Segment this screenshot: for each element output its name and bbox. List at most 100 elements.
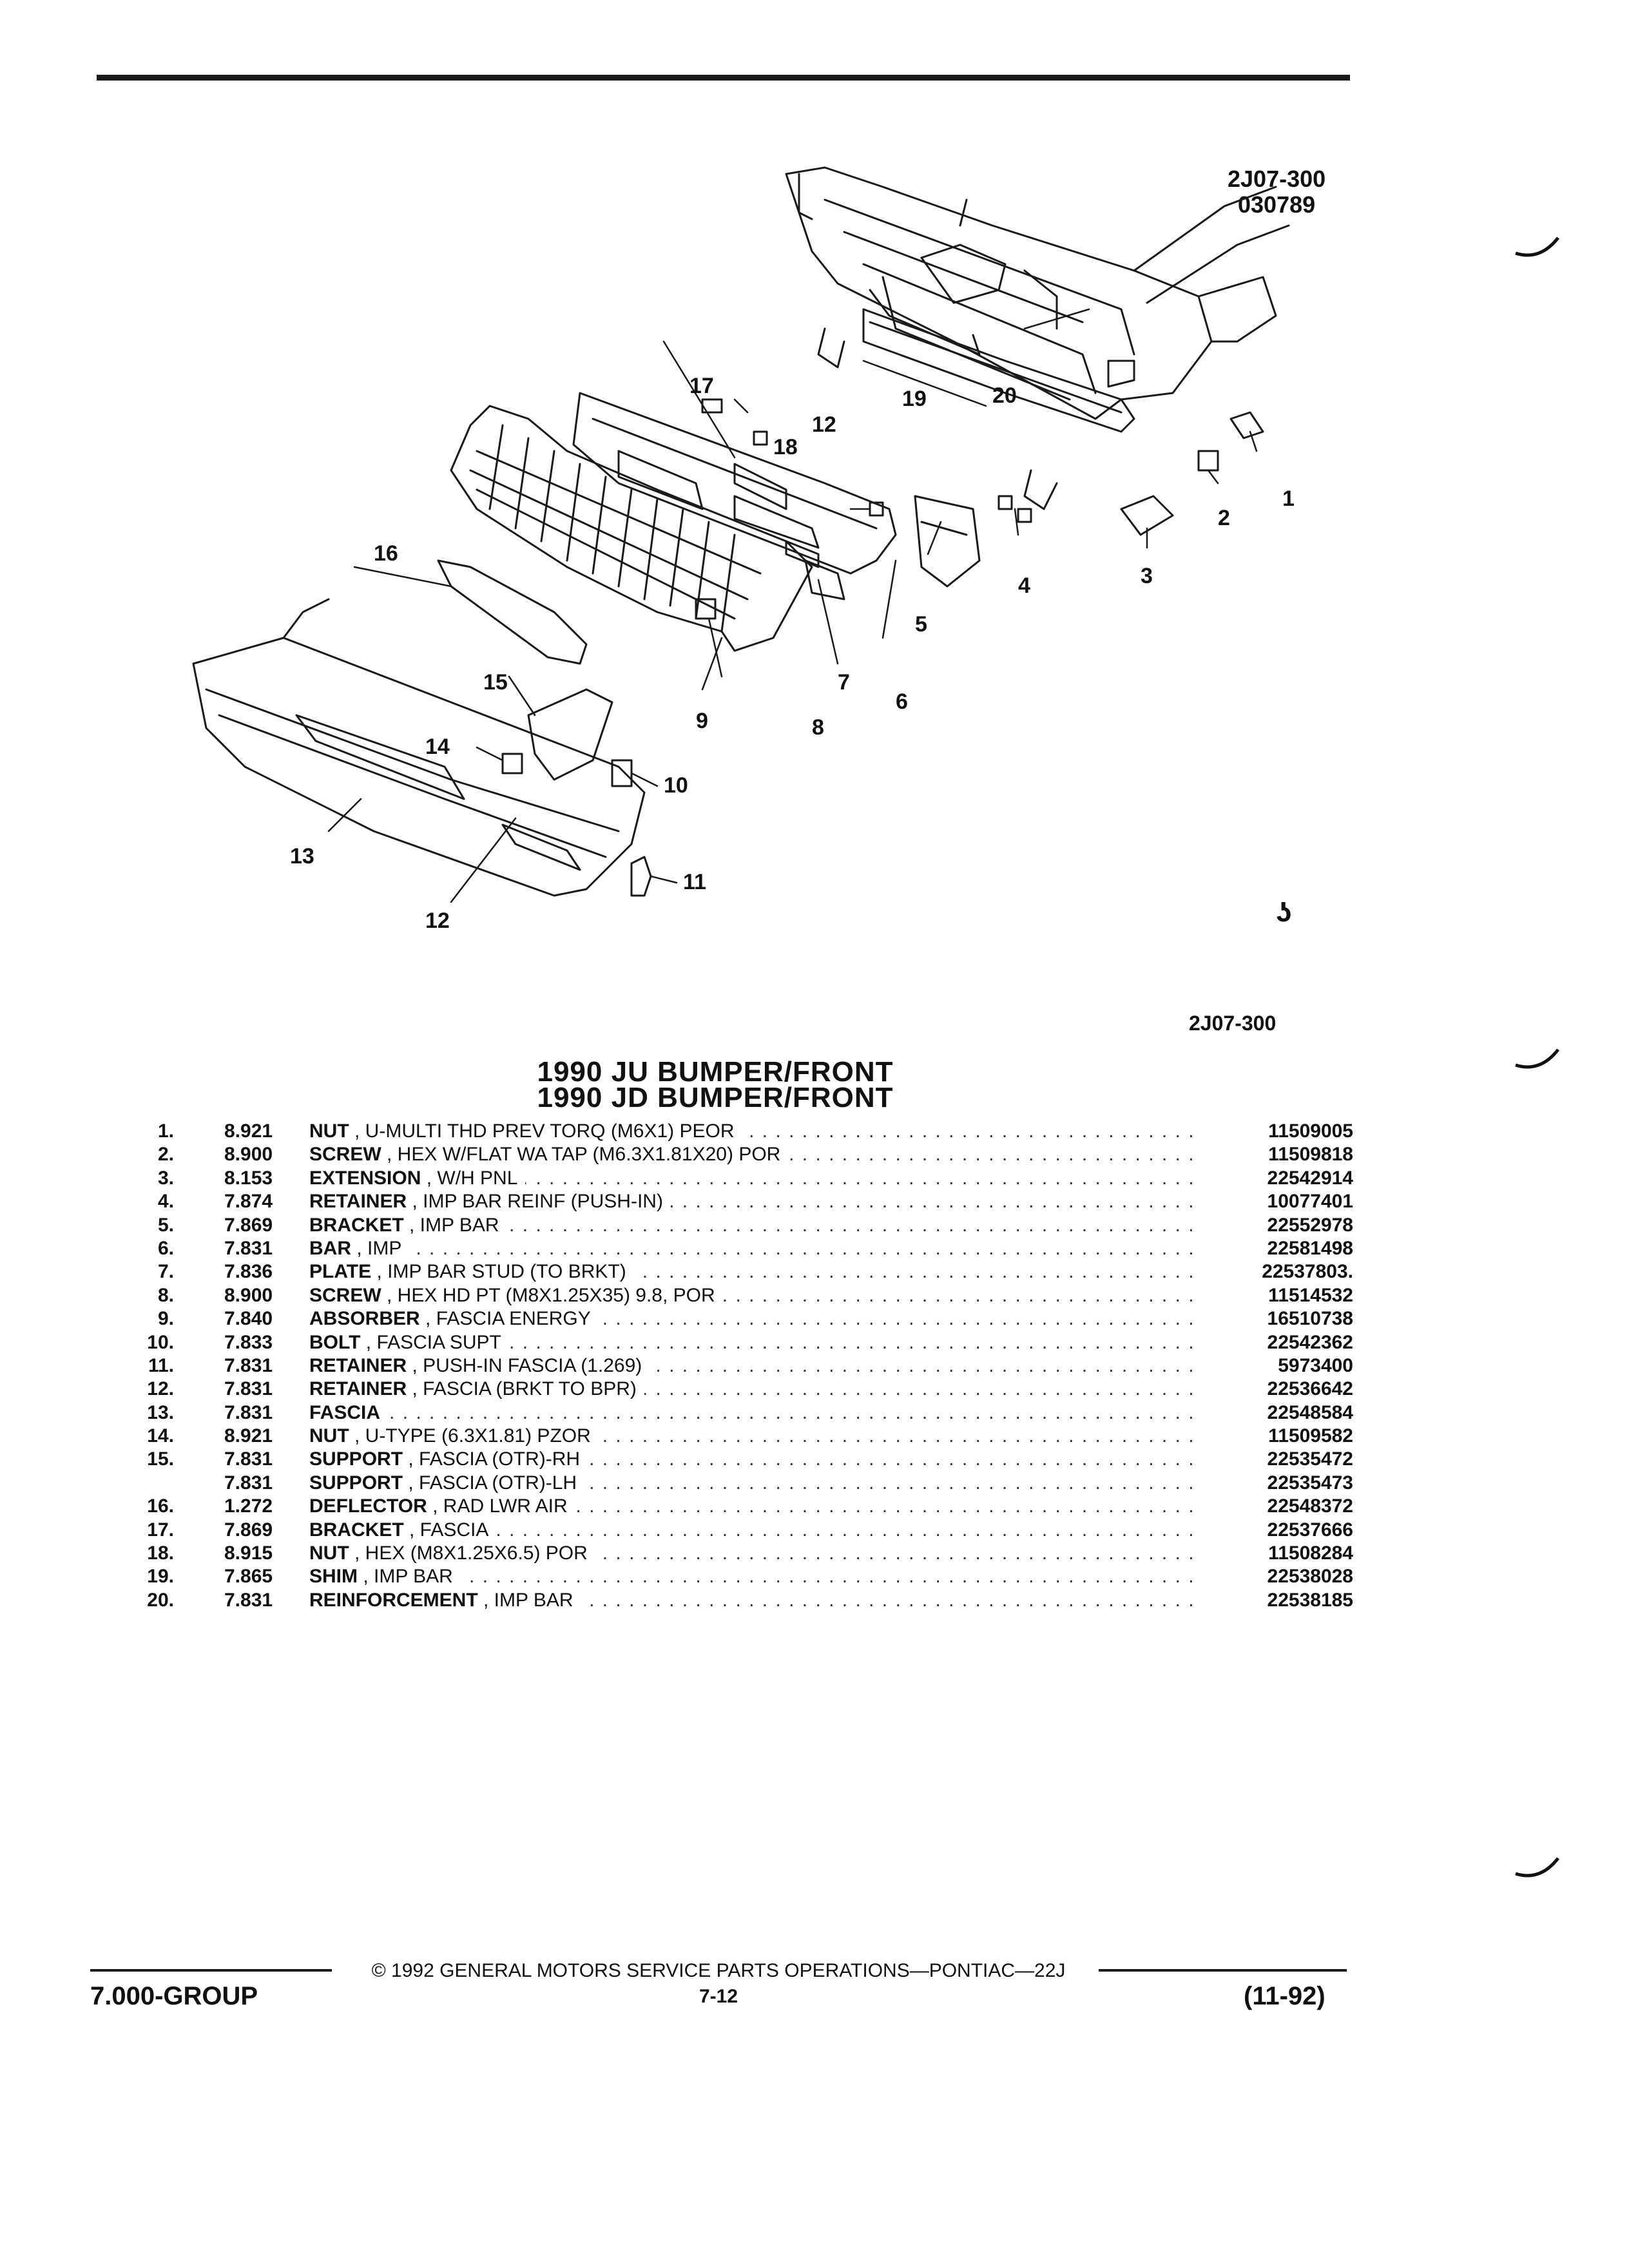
part-number: 22542362: [1267, 1331, 1353, 1353]
part-number: 16510738: [1267, 1308, 1353, 1330]
callout-6: 6: [896, 689, 908, 714]
callout-15: 15: [483, 670, 508, 695]
catalog-code: 7.831: [224, 1472, 273, 1494]
part-name: PLATE: [309, 1261, 372, 1283]
bolt-10-drawing: [611, 759, 633, 787]
item-number: 4.: [157, 1191, 174, 1213]
part-description: NUT , HEX (M8X1.25X6.5) POR: [309, 1542, 1199, 1565]
item-number: 11.: [148, 1354, 174, 1376]
part-name: BRACKET: [309, 1214, 404, 1236]
page-number: 7-12: [699, 1986, 738, 2007]
item-number: 17.: [147, 1519, 174, 1541]
callout-9: 9: [696, 709, 708, 733]
margin-tick-mark: [1515, 1857, 1559, 1878]
section-title-ju: 1990 JU BUMPER/FRONT: [537, 1056, 894, 1088]
callout-17: 17: [689, 374, 714, 398]
nut-18-drawing: [869, 501, 884, 517]
deflector-16-drawing: [437, 559, 588, 665]
item-number: 10.: [147, 1331, 174, 1353]
item-number: 18.: [147, 1542, 174, 1564]
part-description: EXTENSION , W/H PNL: [309, 1167, 1199, 1190]
callout-10: 10: [664, 773, 688, 798]
catalog-code: 7.865: [224, 1566, 273, 1588]
catalog-code: 7.869: [224, 1519, 273, 1541]
callout-11: 11: [683, 870, 706, 894]
energy-absorber-drawing: [450, 405, 813, 652]
part-number: 22538028: [1267, 1566, 1353, 1588]
part-detail: , HEX HD PT (M8X1.25X35) 9.8, POR: [387, 1284, 715, 1306]
part-name: REINFORCEMENT: [309, 1589, 478, 1611]
part-detail: , FASCIA SUPT: [365, 1331, 501, 1353]
item-number: 12.: [147, 1378, 174, 1400]
catalog-code: 8.900: [224, 1144, 273, 1166]
callout-7: 7: [838, 670, 850, 695]
screw-8-drawing: [695, 598, 717, 620]
margin-tick-mark: [1515, 236, 1559, 257]
top-rule: [97, 75, 1350, 81]
part-detail: , IMP BAR REINF (PUSH-IN): [412, 1191, 663, 1213]
part-number: 11509582: [1268, 1425, 1353, 1447]
part-name: SCREW: [309, 1284, 381, 1306]
catalog-code: 7.831: [224, 1401, 273, 1423]
catalog-code: 8.921: [224, 1425, 273, 1447]
diagram-mark: ʖ: [1276, 896, 1291, 928]
item-number: 3.: [157, 1167, 174, 1189]
item-number: 16.: [147, 1495, 174, 1517]
part-detail: , IMP BAR: [363, 1566, 453, 1588]
part-detail: , FASCIA: [409, 1519, 489, 1541]
part-description: BRACKET , IMP BAR: [309, 1214, 1199, 1237]
catalog-code: 7.831: [224, 1354, 273, 1376]
part-number: 22537803.: [1262, 1261, 1353, 1283]
catalog-code: 7.833: [224, 1331, 273, 1353]
part-name: FASCIA: [309, 1401, 381, 1423]
bracket-17-drawing: [733, 463, 787, 510]
part-detail: , FASCIA ENERGY: [425, 1308, 591, 1330]
exploded-parts-diagram: 1 2 3 4 5 6 7 8 9 10 11 12 12 13 14 15 1…: [192, 166, 1295, 933]
catalog-code: 8.900: [224, 1284, 273, 1306]
catalog-code: 7.831: [224, 1448, 273, 1470]
part-name: NUT: [309, 1542, 349, 1564]
callout-3: 3: [1141, 564, 1153, 588]
callout-14: 14: [425, 735, 450, 759]
callout-18: 18: [773, 435, 798, 459]
part-number: 22542914: [1267, 1167, 1353, 1189]
callout-8: 8: [812, 715, 824, 740]
catalog-code: 7.831: [224, 1378, 273, 1400]
footer-rule-right: [1099, 1969, 1347, 1972]
item-number: 2.: [157, 1144, 174, 1166]
part-number: 22548584: [1267, 1401, 1353, 1423]
item-number: 15.: [147, 1448, 174, 1470]
retainer-4-drawing: [998, 495, 1013, 510]
part-description: BAR , IMP: [309, 1237, 1199, 1260]
item-number: 19.: [147, 1566, 174, 1588]
part-number: 10077401: [1267, 1191, 1353, 1213]
part-description: NUT , U-MULTI THD PREV TORQ (M6X1) PEOR: [309, 1120, 1199, 1143]
part-number: 22535472: [1267, 1448, 1353, 1470]
catalog-code: 7.836: [224, 1261, 273, 1283]
callout-16: 16: [374, 541, 398, 566]
retainer-11-drawing: [630, 856, 652, 897]
item-number: 6.: [157, 1237, 174, 1259]
shim-drawing: [817, 327, 845, 369]
section-title-jd: 1990 JD BUMPER/FRONT: [537, 1082, 894, 1113]
part-name: RETAINER: [309, 1191, 407, 1213]
callout-5: 5: [915, 612, 927, 637]
nut-1-drawing: [1229, 411, 1264, 439]
support-15-drawing: [527, 688, 613, 781]
item-number: 7.: [157, 1261, 174, 1283]
part-description: ABSORBER , FASCIA ENERGY: [309, 1307, 1199, 1331]
part-number: 22538185: [1267, 1589, 1353, 1611]
part-name: SCREW: [309, 1144, 381, 1166]
